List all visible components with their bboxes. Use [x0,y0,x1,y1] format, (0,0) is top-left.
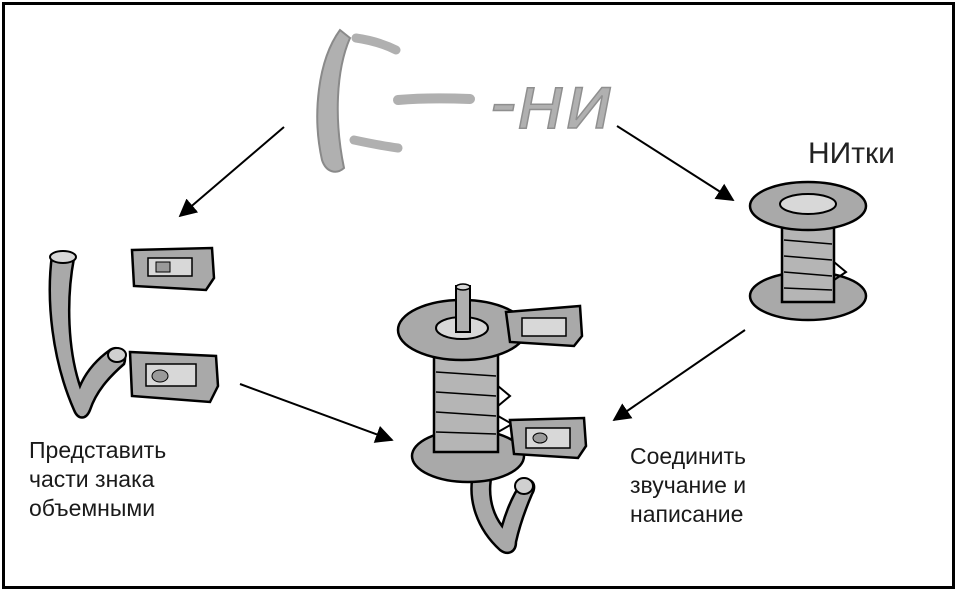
block-icon [128,350,220,404]
caption-line: звучание и [630,472,747,498]
arrow-icon [612,329,746,422]
left-caption: Представить части знака объемными [29,436,166,523]
kanji-sketch: -ни [316,28,614,173]
caption-line: Представить [29,437,167,463]
kanji-reading: -ни [490,60,613,146]
spool-icon [748,180,868,322]
caption-line: объемными [29,495,156,521]
bent-tube-icon [48,250,127,419]
combined-spool-icon [396,283,588,554]
caption-line: Соединить [630,443,747,469]
caption-line: части знака [29,466,155,492]
thread-word-label: НИтки [808,137,895,170]
right-caption: Соединить звучание и написание [630,442,746,529]
arrow-icon [239,383,394,443]
block-icon [130,246,216,292]
arrow-icon [616,125,735,201]
arrow-icon [178,126,285,218]
caption-line: написание [630,501,744,527]
